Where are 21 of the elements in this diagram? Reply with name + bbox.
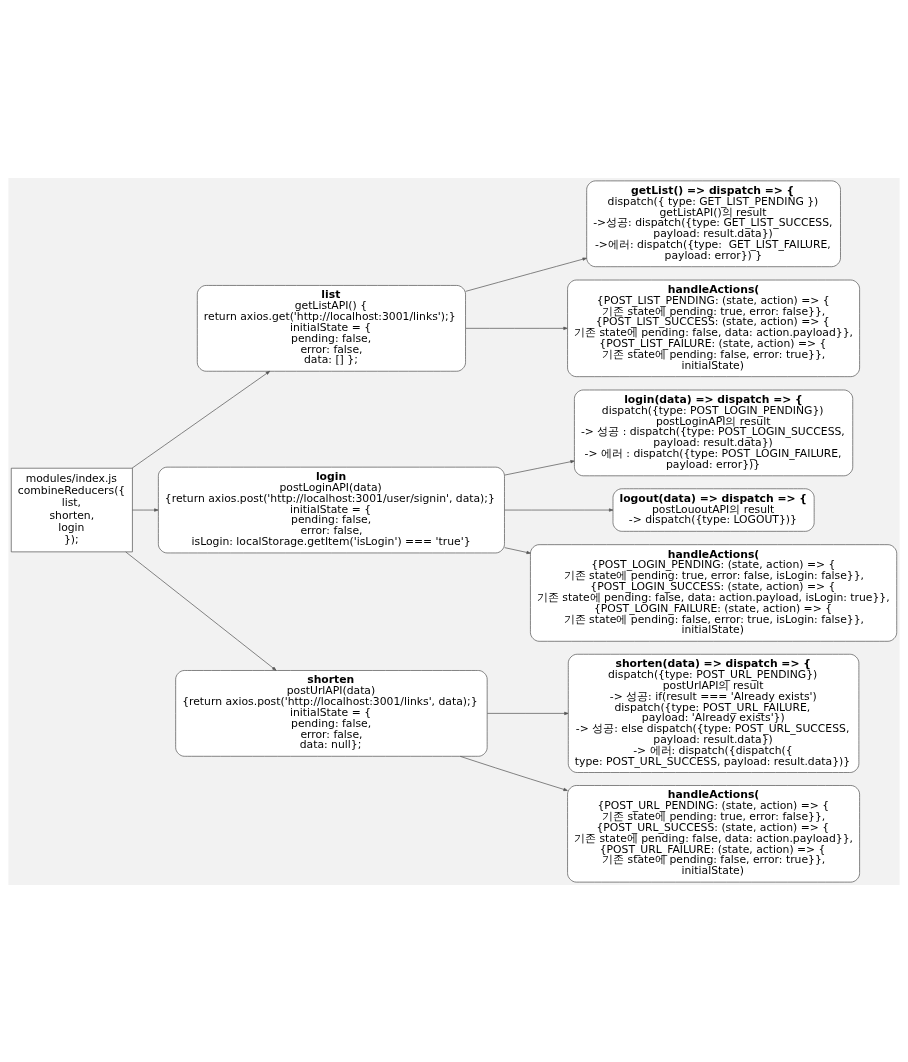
node-box: handleActions( {POST_URL_PENDING: (state, action) => { 기존 state에 pending: true, error: false}}, {POST_URL_SUCCESS: (state, action) => { 기존 state에 pending: false, data: action.payload}}, {POST_URL_FAILURE: (state, action) => { 기존 state에 pending: false, error: true}}, initialState) [567,784,860,882]
arrow [132,507,159,512]
node-box: modules/index.js combineReducers({ list, shorten, login }); [10,467,133,552]
node-box: list getListAPI() { return axios.get('http://localhost:3001/links');} initialState = { pending: false, error: false, data: [] }; [196,284,466,372]
node-box: shorten(data) => dispatch => { dispatch({type: POST_URL_PENDING}) postUrlAPI의 result -> 성공: if(result === 'Already exists') dispatch({type: POST_URL_FAILURE, payload: 'Already exists'}) -> 성공: else dispatch({type: POST_URL_SUCCESS, payload: result.data}) -> 에러: dispatch({dispatch({ type: POST_URL_SUCCESS, payload: result.data})} [567,653,860,773]
node-box: handleActions( {POST_LIST_PENDING: (state, action) => { 기존 state에 pending: true, error: false}}, {POST_LIST_SUCCESS: (state, action) => { 기존 state에 pending: false, data: action.payload}}, {POST_LIST_FAILURE: (state, action) => { 기존 state에 pending: false, error: true}}, initialState) [567,279,860,377]
arrow [131,370,271,468]
arrow [125,551,277,671]
node-box: handleActions( {POST_LOGIN_PENDING: (state, action) => { 기존 state에 pending: true, error: false, isLogin: false}}, {POST_LOGIN_SUCCESS: (state, action) => { 기존 state에 pending: false, data: action.payload, isLogin: true}}, {POST_LOGIN_FAILURE: (state, action) => { 기존 state에 pending: false, error: true, isLogin: false}}, initialState) [530,543,898,642]
arrow [465,326,568,330]
arrow [459,755,568,791]
node-box: login(data) => dispatch => { dispatch({type: POST_LOGIN_PENDING}) postLoginAPI의 result -> 성공 : dispatch({type: POST_LOGIN_SUCCESS, payload: result.data}) -> 에러 : dispatch({type: POST_LOGIN_FAILURE, payload: error})} [574,389,854,476]
arrow [486,711,569,715]
node-box: login postLoginAPI(data) {return axios.post('http://localhost:3001/user/signin', data);} initialState = { pending: false, error: false, isLogin: localStorage.getItem('isLogin') === 'true'} [158,466,505,553]
node-box: logout(data) => dispatch => { postLououtAPI의 result -> dispatch({type: LOGOUT})} [612,487,815,532]
arrow [504,507,614,512]
node-box: shorten postUrlAPI(data) {return axios.post('http://localhost:3001/links', data);} initialState = { pending: false, error: false, data: null}; [175,669,488,757]
arrow [504,459,575,475]
arrow [504,546,531,554]
node-box: getList() => dispatch => { dispatch({ type: GET_LIST_PENDING }) getListAPI()의 result ->성공: dispatch({type: GET_LIST_SUCCESS, payload: result.data}) ->에러: dispatch({type: GET_LIST_FAILURE, payload: error}) } [586,180,841,267]
arrow [465,257,587,292]
